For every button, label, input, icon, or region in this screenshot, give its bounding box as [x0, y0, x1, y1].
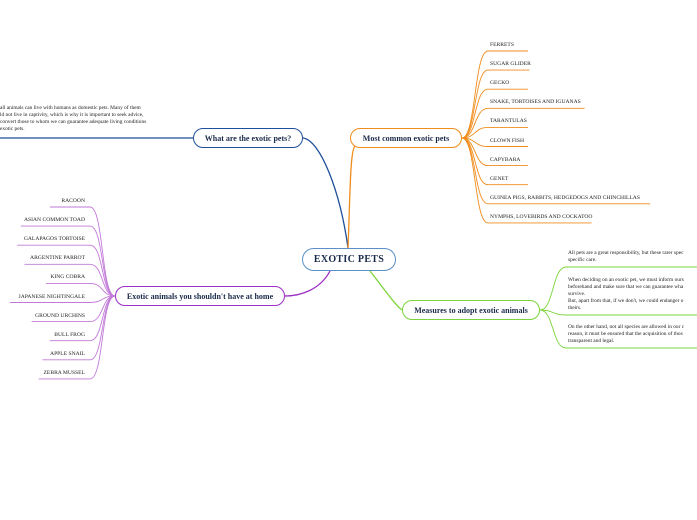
measure-paragraph-line: But, apart from that, if we don't, we co… — [568, 298, 684, 304]
what-note-line: all animals can live with humans as dome… — [0, 105, 141, 111]
common-pet-item[interactable]: FERRETS — [490, 42, 514, 48]
connector-common-leaf — [461, 88, 528, 139]
connector-common-leaf — [461, 107, 585, 139]
connector-common-leaf — [461, 69, 530, 139]
connector-common-leaf — [461, 137, 528, 186]
measure-paragraph[interactable]: All pets are a great responsibility, but… — [568, 250, 684, 264]
connector-common-leaf — [461, 137, 528, 147]
common-pet-item[interactable]: NYMPHS, LOVEBIRDS AND COCKATOO — [490, 213, 593, 220]
measure-paragraph-line: theirs. — [568, 305, 582, 311]
connector-avoid-leaf — [50, 206, 116, 297]
branch-exotic-animals-to-avoid[interactable]: Exotic animals you shouldn't have at hom… — [115, 286, 285, 306]
measure-paragraph-line: specific care. — [568, 257, 597, 263]
measure-paragraph-line: beforehand and make sure that we can gua… — [568, 284, 684, 290]
avoid-animal-item[interactable]: RACOON — [61, 198, 85, 204]
what-note: all animals can live with humans as dome… — [0, 105, 146, 133]
branch-measures-to-adopt[interactable]: Measures to adopt exotic animals — [402, 300, 540, 320]
avoid-animal-item[interactable]: APPLE SNAIL — [50, 350, 85, 357]
measure-paragraph[interactable]: On the other hand, not all species are a… — [568, 324, 684, 345]
avoid-animal-item[interactable]: ASIAN COMMON TOAD — [23, 217, 85, 224]
connector-avoid-leaf — [38, 295, 116, 380]
avoid-animal-item[interactable]: GALAPAGOS TORTOISE — [23, 236, 85, 243]
connector-avoid-leaf — [20, 225, 116, 297]
measure-paragraph-line: survive. — [568, 291, 586, 297]
connector-measure-leaf — [539, 266, 697, 311]
connector-avoid-leaf — [24, 263, 116, 297]
branch-most-common-exotic-pets[interactable]: Most common exotic pets — [350, 128, 462, 148]
common-pet-item[interactable]: SNAKE, TORTOISES AND IGUANAS — [490, 99, 581, 106]
connector-measure-leaf — [539, 309, 697, 349]
connector-root-common — [347, 145, 356, 249]
common-pet-item[interactable]: GECKO — [490, 80, 510, 87]
common-leaf-connectors — [461, 50, 651, 224]
connector-avoid-leaf — [46, 282, 116, 297]
measure-paragraph[interactable]: When deciding on an exotic pet, we must … — [568, 277, 684, 312]
connector-root-measures — [369, 270, 403, 311]
avoid-animal-item[interactable]: BULL FROG — [54, 331, 85, 338]
branch-what-are-exotic-pets[interactable]: What are the exotic pets? — [193, 128, 303, 148]
measure-paragraph-line: When deciding on an exotic pet, we must … — [568, 277, 684, 283]
common-pet-item[interactable]: TARANTULAS — [490, 118, 527, 125]
connector-common-leaf — [461, 137, 592, 224]
connector-common-leaf — [461, 50, 528, 139]
connector-avoid-leaf — [10, 295, 116, 303]
measure-paragraph-line: On the other hand, not all species are a… — [568, 324, 685, 330]
what-note-line: exotic pets. — [0, 126, 25, 132]
common-pet-item[interactable]: CAPYBARA — [490, 156, 521, 163]
avoid-animal-item[interactable]: ZEBRA MUSSEL — [43, 369, 86, 376]
common-pet-item[interactable]: GUINEA PIGS, RABBITS, HEDGEDOGS AND CHIN… — [490, 194, 640, 201]
measures-leaf-connectors — [539, 266, 697, 349]
avoid-animal-item[interactable]: KING COBRA — [50, 274, 85, 281]
connector-avoid-leaf — [17, 244, 116, 297]
root-node[interactable]: EXOTIC PETS — [302, 248, 396, 271]
common-pet-item[interactable]: GENET — [490, 175, 509, 182]
connector-common-leaf — [461, 137, 651, 205]
avoid-animal-item[interactable]: ARGENTINE PARROT — [30, 255, 85, 262]
common-pet-item[interactable]: SUGAR GLIDER — [490, 61, 531, 68]
what-note-line: ld not live in captivity, which is why i… — [0, 112, 144, 118]
avoid-animal-item[interactable]: GROUND URCHINS — [35, 312, 85, 319]
connector-measure-leaf — [539, 309, 697, 316]
connector-root-what — [302, 137, 349, 249]
connector-common-leaf — [461, 126, 528, 139]
what-note-line: convert those to whom we can guarantee a… — [0, 119, 147, 125]
avoid-animal-item[interactable]: JAPANESE NIGHTINGALE — [18, 293, 85, 300]
measure-paragraph-line: All pets are a great responsibility, but… — [568, 250, 684, 256]
connector-root-avoid — [284, 270, 331, 297]
common-pet-item[interactable]: CLOWN FISH — [490, 137, 525, 144]
measure-paragraph-line: reason, it must be ensured that the acqu… — [568, 331, 683, 337]
avoid-leaf-connectors — [10, 206, 116, 380]
connector-avoid-leaf — [49, 295, 116, 342]
measure-paragraph-line: transparent and legal. — [568, 338, 615, 344]
